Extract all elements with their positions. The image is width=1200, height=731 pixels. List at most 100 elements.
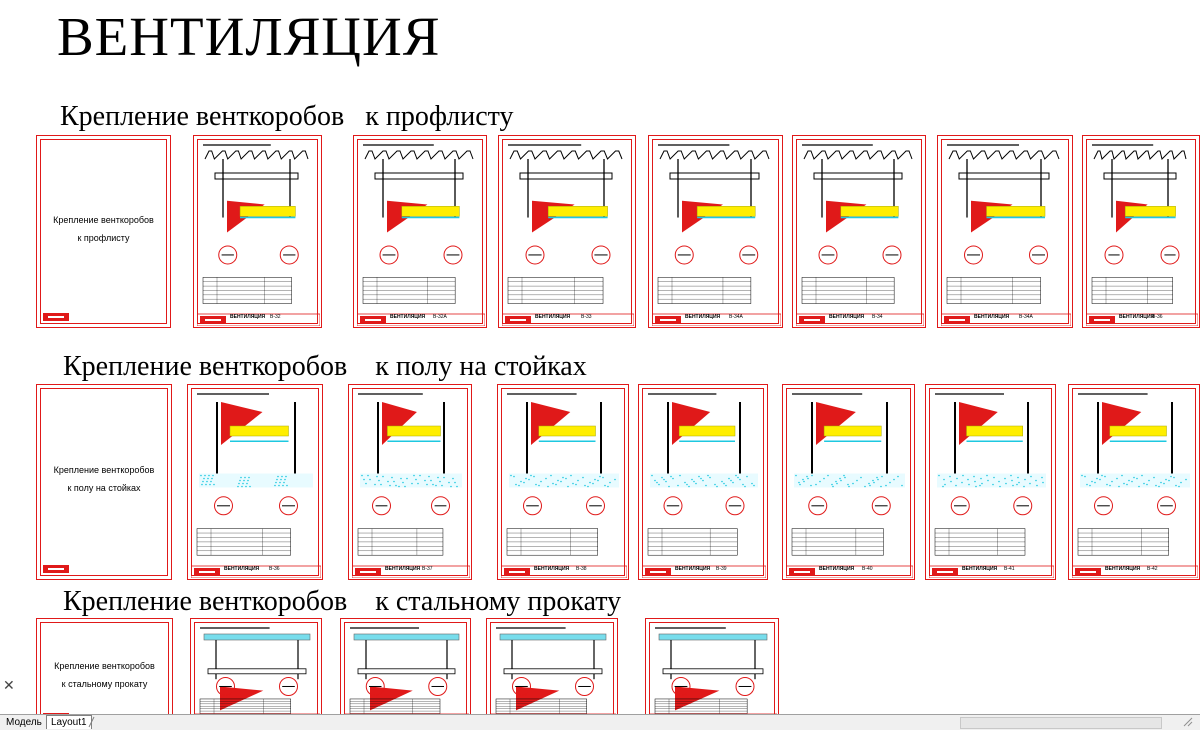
sheet-number: В-41: [1004, 566, 1015, 572]
sheet-number: В-37: [422, 566, 433, 572]
sheet-frame: [194, 622, 318, 714]
layout-canvas[interactable]: ВЕНТИЛЯЦИЯ Крепление венткоробов к профл…: [0, 0, 1200, 714]
sheet-footer-label: ВЕНТИЛЯЦИЯ: [230, 314, 266, 320]
sheet-footer-label: ВЕНТИЛЯЦИЯ: [385, 566, 421, 572]
drawing-sheet[interactable]: ВЕНТИЛЯЦИЯ В-41: [925, 384, 1056, 580]
sheet-number: В-34А: [729, 314, 743, 320]
layout-tab-bar: Модель Layout1: [0, 714, 1200, 730]
section-title-floor-posts: Крепление венткоробов к полу на стойках: [63, 351, 587, 382]
sheet-drawing: [929, 393, 1054, 578]
section-title-proflist: Крепление венткоробов к профлисту: [60, 101, 514, 132]
drawing-sheet[interactable]: ВЕНТИЛЯЦИЯ В-34А: [937, 135, 1073, 328]
sheet-drawing: [786, 393, 913, 578]
sheet-footer-label: ВЕНТИЛЯЦИЯ: [962, 566, 998, 572]
sheet-frame: [501, 388, 625, 576]
page-title: ВЕНТИЛЯЦИЯ: [57, 6, 441, 67]
sheet-drawing: [1086, 144, 1198, 326]
sheet-footer-label: ВЕНТИЛЯЦИЯ: [390, 314, 426, 320]
sheet-footer-label: ВЕНТИЛЯЦИЯ: [974, 314, 1010, 320]
cover-title-line: Крепление венткоробов: [53, 214, 154, 225]
sheet-number: В-39: [716, 566, 727, 572]
drawing-sheet[interactable]: ВЕНТИЛЯЦИЯ В-38: [497, 384, 629, 580]
sheet-drawing: [796, 144, 924, 326]
sheet-drawing: [344, 627, 469, 714]
sheet-drawing: [352, 393, 470, 578]
drawing-sheet[interactable]: ВЕНТИЛЯЦИЯ В-32А: [353, 135, 487, 328]
cover-sheet[interactable]: Крепление венткоробов к профлисту: [36, 135, 171, 328]
close-icon[interactable]: ✕: [3, 678, 15, 694]
cover-title-line: к полу на стойках: [67, 483, 141, 494]
sheet-frame: [357, 139, 483, 324]
sheet-frame: [197, 139, 318, 324]
sheet-frame: [502, 139, 632, 324]
drawing-sheet[interactable]: ВЕНТИЛЯЦИЯ В-34А: [648, 135, 783, 328]
drawing-sheet[interactable]: ВЕНТИЛЯЦИЯ В-40: [782, 384, 915, 580]
sheet-drawing: [652, 144, 781, 326]
sheet-frame: [352, 388, 468, 576]
sheet-number: В-32: [270, 314, 281, 320]
hilti-logo: [43, 313, 69, 321]
sheet-drawing: [197, 144, 320, 326]
sheet-number: В-34А: [1019, 314, 1033, 320]
sheet-drawing: [490, 627, 616, 714]
cover-sheet[interactable]: Крепление венткоробов к стальному прокату: [36, 618, 173, 714]
sheet-drawing: [357, 144, 485, 326]
tab-layout1[interactable]: Layout1: [46, 715, 92, 729]
sheet-footer-label: ВЕНТИЛЯЦИЯ: [819, 566, 855, 572]
sheet-footer-label: ВЕНТИЛЯЦИЯ: [224, 566, 260, 572]
sheet-footer-label: ВЕНТИЛЯЦИЯ: [535, 314, 571, 320]
drawing-sheet[interactable]: ВЕНТИЛЯЦИЯ В-32: [193, 135, 322, 328]
sheet-number: В-36: [1152, 314, 1163, 320]
sheet-footer-label: ВЕНТИЛЯЦИЯ: [1119, 314, 1155, 320]
sheet-drawing: [191, 393, 321, 578]
sheet-frame: [941, 139, 1069, 324]
sheet-frame: [1072, 388, 1196, 576]
sheet-frame: [652, 139, 779, 324]
cover-title-line: к стальному прокату: [61, 678, 148, 689]
sheet-frame: [191, 388, 319, 576]
tab-model[interactable]: Модель: [6, 717, 42, 728]
sheet-frame: [642, 388, 764, 576]
sheet-frame: [490, 622, 614, 714]
sheet-frame: [929, 388, 1052, 576]
sheet-frame: [40, 622, 169, 714]
cover-title-line: Крепление венткоробов: [54, 660, 155, 671]
sheet-frame: [40, 139, 167, 324]
sheet-number: В-34: [872, 314, 883, 320]
sheet-footer-label: ВЕНТИЛЯЦИЯ: [1105, 566, 1141, 572]
sheet-drawing: [194, 627, 320, 714]
sheet-number: В-40: [862, 566, 873, 572]
sheet-number: В-32А: [433, 314, 447, 320]
sheet-frame: [1086, 139, 1196, 324]
sheet-drawing: [1072, 393, 1198, 578]
hilti-logo: [43, 713, 69, 714]
sheet-number: В-36: [269, 566, 280, 572]
resize-grip-icon[interactable]: [1182, 717, 1194, 727]
sheet-frame: [796, 139, 922, 324]
sheet-frame: [649, 622, 775, 714]
sheet-footer-label: ВЕНТИЛЯЦИЯ: [534, 566, 570, 572]
cover-title-line: Крепление венткоробов: [53, 465, 155, 476]
horizontal-scrollbar[interactable]: [960, 717, 1162, 729]
sheet-drawing: [649, 627, 777, 714]
sheet-drawing: [501, 393, 627, 578]
cover-sheet[interactable]: Крепление венткоробов к полу на стойках: [36, 384, 172, 580]
sheet-number: В-38: [576, 566, 587, 572]
cover-title-line: к профлисту: [77, 232, 130, 243]
drawing-sheet[interactable]: ВЕНТИЛЯЦИЯ В-36: [187, 384, 323, 580]
hilti-logo: [43, 565, 69, 573]
sheet-drawing: [502, 144, 634, 326]
sheet-drawing: [642, 393, 766, 578]
sheet-drawing: [941, 144, 1071, 326]
sheet-footer-label: ВЕНТИЛЯЦИЯ: [685, 314, 721, 320]
